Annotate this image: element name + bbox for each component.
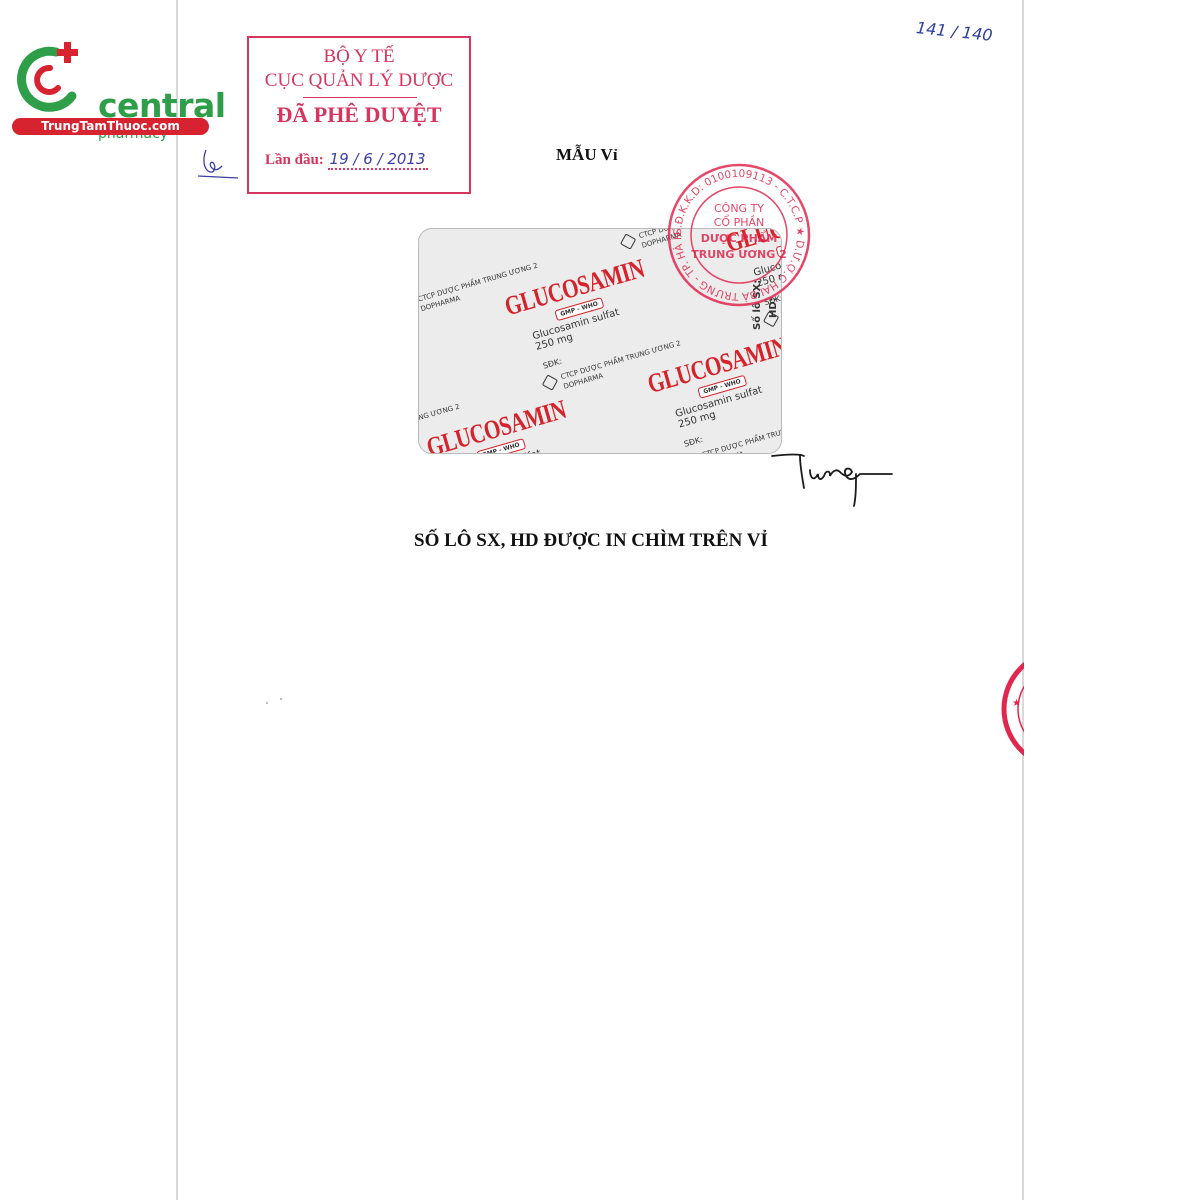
seal-line4: TRUNG ƯƠNG 2	[691, 248, 787, 261]
approval-status: ĐÃ PHÊ DUYỆT	[276, 102, 442, 127]
tile-sdk-label: SĐK:	[541, 356, 563, 371]
company-seal: S.Đ.K.K.D: 0100109113 - C.T.C.P ★ D.Ư.Ợ.…	[666, 162, 811, 307]
logo-mark-icon	[17, 42, 78, 112]
tile-sdk-label: SĐK:	[620, 229, 641, 230]
svg-text:★: ★	[1012, 698, 1021, 709]
partial-seal-edge: ★	[1001, 661, 1024, 757]
approval-date-label: Lần đầu:	[265, 152, 324, 168]
approval-stamp: BỘ Y TẾ CỤC QUẢN LÝ DƯỢC ĐÃ PHÊ DUYỆT Lầ…	[247, 36, 471, 194]
blister-sample: SĐK: CTCP DƯỢC PHẨM TRUNG ƯƠNG 2 DOPHARM…	[418, 228, 782, 454]
handwritten-initial-mark	[197, 149, 239, 179]
seal-line2: CỔ PHẦN	[714, 214, 765, 229]
dopharma-logo-icon	[541, 374, 559, 391]
approval-date-row: Lần đầu: 19 / 6 / 2013	[265, 150, 428, 170]
approval-ministry: BỘ Y TẾ	[323, 46, 395, 67]
page-edge-left	[176, 0, 178, 1200]
tile-sdk-label: SĐK:	[418, 279, 421, 294]
seal-line3: DƯỢC PHẨM	[701, 230, 778, 245]
tile-sdk-label: SĐK:	[682, 434, 704, 449]
logo-website-banner: TrungTamThuoc.com	[12, 118, 209, 135]
dopharma-logo-icon	[682, 452, 700, 453]
handwritten-signature	[771, 453, 893, 507]
approval-department: CỤC QUẢN LÝ DƯỢC	[264, 70, 454, 91]
scan-speck	[280, 698, 282, 700]
lot-expiry-note: SỐ LÔ SX, HD ĐƯỢC IN CHÌM TRÊN VỈ	[414, 530, 768, 551]
page-edge-right	[1022, 0, 1024, 1200]
page-number: 141 / 140	[915, 18, 994, 45]
document-title: MẪU Vỉ	[556, 145, 618, 164]
dopharma-logo-icon	[619, 233, 637, 250]
approval-date-value: 19 / 6 / 2013	[327, 150, 428, 170]
approval-divider	[303, 97, 417, 98]
scan-speck	[266, 702, 268, 704]
seal-line1: CÔNG TY	[714, 202, 764, 215]
